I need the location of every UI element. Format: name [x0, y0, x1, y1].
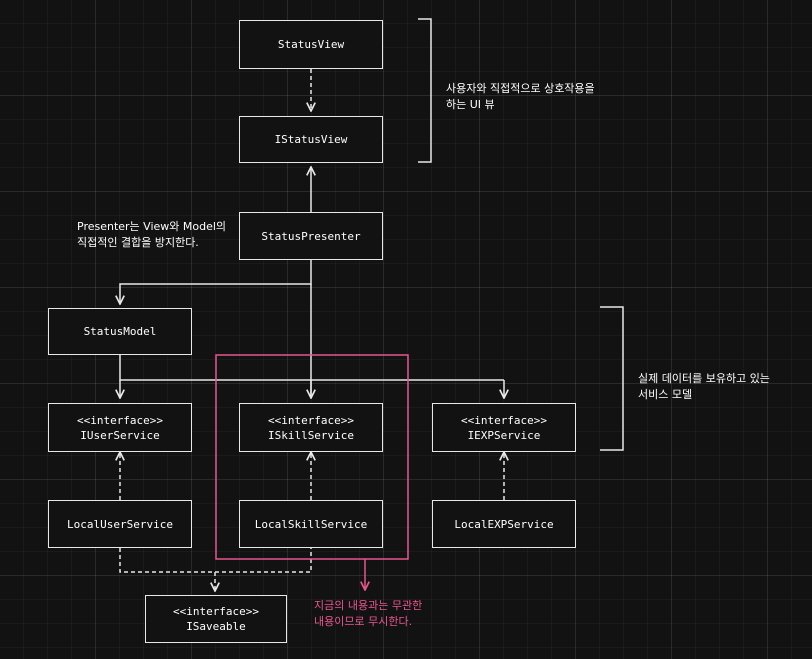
node-stereotype: <<interface>> — [172, 605, 260, 618]
node-status-model: StatusModel — [48, 308, 192, 355]
node-label: LocalSkillService — [254, 517, 368, 531]
node-label: ISkillService — [267, 428, 355, 442]
highlight-frame — [215, 354, 409, 560]
bracket-view — [418, 18, 432, 163]
node-istatus-view: IStatusView — [239, 116, 383, 163]
node-iuser-service: <<interface>> IUserService — [48, 403, 192, 452]
node-label: StatusPresenter — [261, 229, 361, 243]
note-view: 사용자와 직접적으로 상호작용을 하는 UI 뷰 — [446, 82, 595, 111]
node-status-presenter: StatusPresenter — [239, 212, 383, 260]
node-iskill-service: <<interface>> ISkillService — [239, 403, 383, 452]
node-stereotype: <<interface>> — [76, 413, 164, 427]
node-label: IEXPService — [467, 428, 541, 442]
node-label: StatusModel — [83, 325, 157, 338]
node-stereotype: <<interface>> — [460, 413, 548, 427]
note-service: 실제 데이터를 보유하고 있는 서비스 모델 — [638, 372, 770, 401]
node-iexp-service: <<interface>> IEXPService — [432, 403, 576, 452]
node-label: IStatusView — [274, 133, 348, 146]
node-local-user-service: LocalUserService — [48, 500, 192, 548]
node-label: ISaveable — [186, 620, 246, 633]
node-label: LocalEXPService — [454, 517, 554, 531]
node-stereotype: <<interface>> — [267, 413, 355, 427]
node-local-skill-service: LocalSkillService — [239, 500, 383, 548]
node-label: IUserService — [80, 428, 160, 442]
node-local-exp-service: LocalEXPService — [432, 500, 576, 548]
note-presenter: Presenter는 View와 Model의 직접적인 결합을 방지한다. — [77, 220, 227, 249]
edge-presenter-statusmodel — [120, 260, 312, 304]
node-isaveable: <<interface>> ISaveable — [145, 595, 287, 643]
node-status-view: StatusView — [239, 20, 383, 69]
edge-statusmodel-bus — [119, 355, 504, 381]
note-ignore: 지금의 내용과는 무관한 내용이므로 무시한다. — [314, 599, 423, 628]
node-label: LocalUserService — [67, 517, 173, 531]
node-label: StatusView — [277, 38, 345, 51]
bracket-service — [600, 306, 624, 451]
